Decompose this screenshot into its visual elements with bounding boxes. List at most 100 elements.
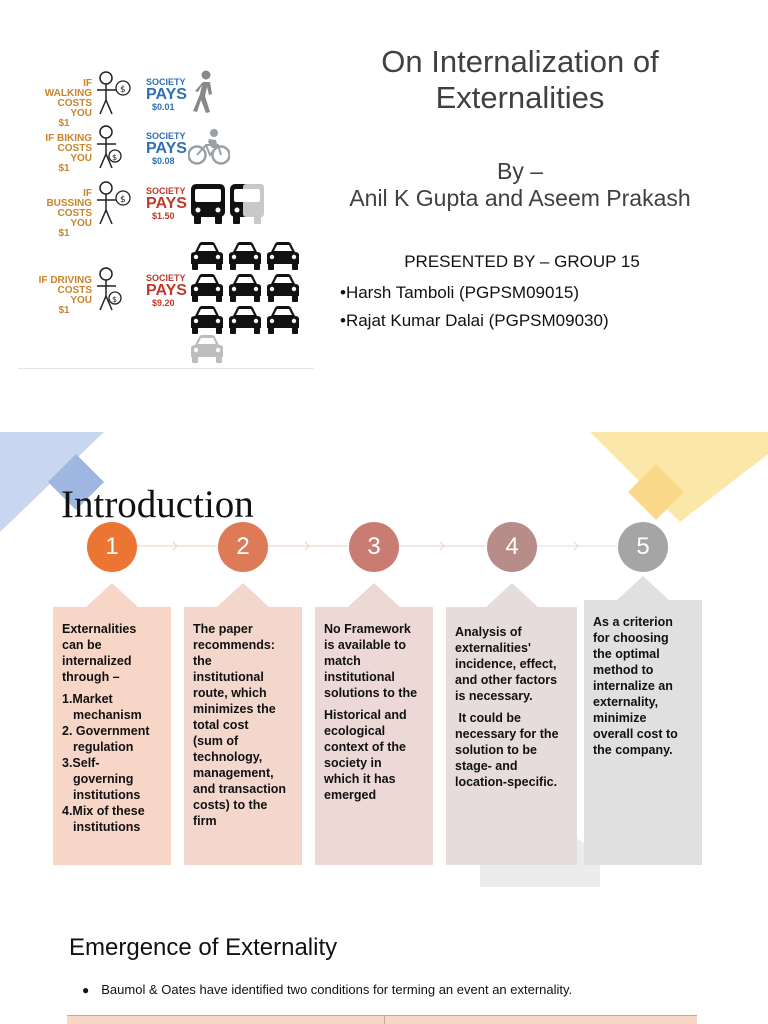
car-icon: [189, 334, 225, 369]
car-icon: [227, 241, 263, 276]
list-item: 1.Market: [62, 692, 113, 706]
box-pointer: [86, 583, 138, 607]
box-text: for choosing: [593, 631, 669, 645]
costs-you-text: COSTS YOU: [57, 98, 92, 119]
box-text: It could be: [455, 711, 521, 725]
society-amount: $0.08: [152, 156, 175, 166]
box-text: (sum of: [193, 734, 239, 748]
box-text: internalize an: [593, 679, 673, 693]
driving-society-pays: SOCIETY PAYS $9.20: [146, 273, 187, 309]
costs-you-text: COSTS YOU: [57, 285, 92, 306]
driving-cost-label: IF DRIVING COSTS YOU $1: [36, 276, 92, 316]
list-item: governing: [73, 772, 134, 786]
box-text: Historical and: [324, 708, 407, 722]
bus-icon: [191, 184, 225, 224]
box-text: Analysis of: [455, 625, 522, 639]
step-connector: [136, 541, 617, 551]
step-1-box: Externalities can be internalized throug…: [53, 607, 171, 865]
box-text: institutional: [193, 670, 264, 684]
box-text: No Framework: [324, 622, 411, 636]
box-text: minimizes the: [193, 702, 276, 716]
box-text: technology,: [193, 750, 263, 764]
society-amount: $9.20: [152, 298, 175, 308]
box-text: the optimal: [593, 647, 660, 661]
box-text: and other factors: [455, 673, 558, 687]
bicycle-icon: [188, 129, 230, 165]
box-text: route, which: [193, 686, 267, 700]
bussing-society-pays: SOCIETY PAYS $1.50: [146, 186, 187, 222]
box-text: externalities': [455, 641, 531, 655]
biking-cost-label: IF BIKING COSTS YOU $1: [36, 134, 92, 174]
box-text: is necessary.: [455, 689, 533, 703]
authors: Anil K Gupta and Aseem Prakash: [349, 185, 691, 211]
box-text: As a criterion: [593, 615, 673, 629]
box-text: externality,: [593, 695, 659, 709]
presentation-title: On Internalization of Externalities: [381, 44, 659, 115]
car-icon: [265, 273, 301, 308]
presented-by: PRESENTED BY – GROUP 15: [404, 252, 640, 271]
box-text: context of the: [324, 740, 406, 754]
step-2-circle: 2: [218, 522, 268, 572]
box-text: which it has: [324, 772, 396, 786]
walking-society-pays: SOCIETY PAYS $0.01: [146, 77, 187, 113]
car-icon: [189, 241, 225, 276]
step-3-circle: 3: [349, 522, 399, 572]
box-text: necessary for the: [455, 727, 559, 741]
table-header-row: [67, 1015, 697, 1024]
person-with-money-icon: $: [97, 181, 131, 225]
society-text: SOCIETY: [146, 273, 186, 283]
box-text: solution to be: [455, 743, 537, 757]
pays-text: PAYS: [146, 195, 187, 212]
box-text: method to: [593, 663, 654, 677]
svg-text:$: $: [112, 153, 117, 162]
pays-text: PAYS: [146, 282, 187, 299]
box-text: costs) to the: [193, 798, 268, 812]
by-text: By –: [496, 158, 544, 184]
slide-title: Emergence of Externality: [69, 934, 338, 961]
box-text: overall cost to: [593, 727, 678, 741]
bussing-cost-label: IF BUSSING COSTS YOU $1: [36, 189, 92, 239]
divider: [18, 368, 314, 369]
step-4-box: Analysis of externalities' incidence, ef…: [446, 607, 577, 865]
box-pointer: [617, 576, 669, 600]
title-slide: IF WALKING COSTS YOU $1 $ SOCIETY PAYS $…: [0, 0, 768, 380]
box-text: and transaction: [193, 782, 287, 796]
car-icon: [227, 305, 263, 340]
box-pointer: [348, 583, 400, 607]
society-amount: $1.50: [152, 211, 175, 221]
box-text: management,: [193, 766, 274, 780]
cost-amount: $1: [58, 118, 70, 129]
walking-cost-label: IF WALKING COSTS YOU $1: [36, 79, 92, 129]
society-amount: $0.01: [152, 102, 175, 112]
byline: By – Anil K Gupta and Aseem Prakash: [320, 158, 720, 212]
society-text: SOCIETY: [146, 131, 186, 141]
emergence-slide: Emergence of Externality ●Baumol & Oates…: [0, 920, 768, 1024]
box-text: firm: [193, 814, 217, 828]
bullet-point: ●Baumol & Oates have identified two cond…: [82, 982, 572, 997]
list-item: institutions: [73, 820, 141, 834]
box-text: the company.: [593, 743, 673, 757]
pays-text: PAYS: [146, 140, 187, 157]
cost-amount: $1: [58, 228, 70, 239]
if-driving-text: IF DRIVING: [38, 275, 92, 286]
costs-you-text: COSTS YOU: [57, 208, 92, 229]
car-icon: [189, 305, 225, 340]
box-text: incidence, effect,: [455, 657, 557, 671]
svg-text:$: $: [120, 195, 126, 205]
member-1: •Harsh Tamboli (PGPSM09015): [340, 283, 580, 302]
pays-text: PAYS: [146, 86, 187, 103]
list-item: 3.Self-: [62, 756, 100, 770]
box-text: minimize: [593, 711, 647, 725]
box-text: Externalities: [62, 622, 137, 636]
box-text: can be: [62, 638, 102, 652]
society-text: SOCIETY: [146, 186, 186, 196]
box-pointer: [217, 583, 269, 607]
society-text: SOCIETY: [146, 77, 186, 87]
slide-title: Introduction: [61, 483, 254, 526]
if-walking-text: IF WALKING: [44, 78, 92, 99]
box-text: emerged: [324, 788, 377, 802]
car-icon: [227, 273, 263, 308]
person-with-money-icon: $: [97, 71, 131, 115]
car-icon: [265, 305, 301, 340]
box-text: ecological: [324, 724, 386, 738]
